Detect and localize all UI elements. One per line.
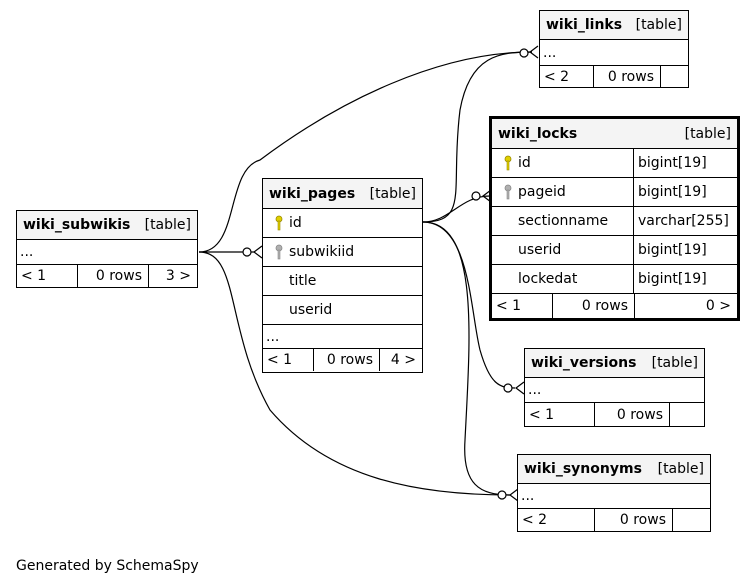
crow-foot-locks — [482, 189, 492, 203]
column-row-sectionname[interactable]: sectionname varchar[255] — [492, 207, 737, 236]
row-count: 0 rows — [313, 349, 379, 371]
crow-foot-links — [529, 45, 539, 59]
table-name: wiki_links — [546, 17, 623, 33]
edge-marker-pages — [242, 247, 252, 257]
row-count: 0 rows — [552, 294, 634, 318]
row-count: 0 rows — [594, 403, 669, 426]
table-type-tag: [table] — [369, 185, 416, 202]
edge-marker-locks — [471, 191, 481, 201]
table-footer: < 1 0 rows — [525, 403, 704, 426]
column-row-pageid[interactable]: pageid bigint[19] — [492, 178, 737, 207]
table-footer: < 2 0 rows — [518, 509, 710, 531]
edge-subwikis-to-synonyms — [198, 251, 511, 496]
table-wiki-versions[interactable]: wiki_versions [table] ... < 1 0 rows — [524, 348, 705, 427]
table-type-tag: [table] — [684, 125, 731, 142]
column-name: lockedat — [518, 271, 578, 287]
column-type: bigint[19] — [633, 178, 737, 206]
table-footer: < 1 0 rows 3 > — [17, 265, 197, 287]
table-header[interactable]: wiki_pages [table] — [263, 179, 422, 209]
column-type: bigint[19] — [633, 149, 737, 177]
crow-foot-synonyms — [509, 488, 519, 502]
crow-foot-versions — [515, 381, 525, 395]
table-name: wiki_locks — [498, 125, 578, 142]
table-name: wiki_versions — [531, 355, 637, 371]
column-type: varchar[255] — [633, 207, 737, 235]
table-header[interactable]: wiki_locks [table] — [492, 119, 737, 149]
table-footer: < 1 0 rows 0 > — [492, 294, 737, 318]
column-name: id — [518, 155, 531, 171]
parents-count[interactable]: < 1 — [496, 298, 522, 314]
children-count[interactable] — [669, 403, 704, 426]
foreign-key-icon — [498, 184, 518, 200]
column-name: subwikiid — [289, 244, 355, 260]
parents-count[interactable]: < 1 — [21, 268, 47, 284]
edge-pages-to-synonyms — [422, 221, 511, 496]
table-footer: < 2 0 rows — [540, 66, 688, 87]
crow-foot-pages — [253, 245, 263, 259]
children-count[interactable] — [660, 66, 688, 87]
parents-count[interactable]: < 2 — [522, 512, 548, 528]
parents-count[interactable]: < 1 — [529, 406, 555, 423]
table-header[interactable]: wiki_versions [table] — [525, 349, 704, 378]
table-wiki-links[interactable]: wiki_links [table] ... < 2 0 rows — [539, 10, 689, 88]
column-type: bigint[19] — [633, 236, 737, 264]
table-wiki-pages[interactable]: wiki_pages [table] id subwikiid title us… — [262, 178, 423, 373]
column-row-userid[interactable]: userid bigint[19] — [492, 236, 737, 265]
column-name: sectionname — [518, 213, 609, 229]
children-count[interactable]: 4 > — [379, 349, 422, 371]
parents-count[interactable]: < 1 — [267, 352, 293, 368]
primary-key-icon — [498, 155, 518, 171]
columns-ellipsis: ... — [540, 40, 688, 66]
table-name: wiki_synonyms — [524, 461, 642, 477]
column-row-id[interactable]: id — [263, 209, 422, 238]
foreign-key-icon — [269, 244, 289, 260]
table-wiki-locks[interactable]: wiki_locks [table] id bigint[19] pageid … — [489, 116, 740, 321]
row-count: 0 rows — [77, 265, 148, 287]
column-name: id — [289, 215, 302, 231]
columns-ellipsis: ... — [17, 240, 197, 265]
edge-marker-links — [519, 48, 529, 58]
edge-marker-synonyms — [497, 490, 507, 500]
columns-ellipsis: ... — [525, 378, 704, 403]
table-wiki-synonyms[interactable]: wiki_synonyms [table] ... < 2 0 rows — [517, 454, 711, 532]
parents-count[interactable]: < 2 — [544, 68, 570, 85]
table-header[interactable]: wiki_subwikis [table] — [17, 211, 197, 240]
edge-subwikis-to-links — [198, 51, 533, 253]
table-footer: < 1 0 rows 4 > — [263, 349, 422, 371]
column-row-lockedat[interactable]: lockedat bigint[19] — [492, 265, 737, 294]
children-count[interactable] — [672, 509, 710, 531]
column-row-title[interactable]: title — [263, 267, 422, 296]
generated-by-credit: Generated by SchemaSpy — [16, 558, 199, 574]
edge-pages-to-locks — [422, 195, 491, 223]
row-count: 0 rows — [593, 66, 660, 87]
table-header[interactable]: wiki_links [table] — [540, 11, 688, 40]
column-row-id[interactable]: id bigint[19] — [492, 149, 737, 178]
column-name: pageid — [518, 184, 566, 200]
table-type-tag: [table] — [635, 17, 682, 33]
children-count[interactable]: 3 > — [148, 265, 197, 287]
table-type-tag: [table] — [651, 355, 698, 371]
column-row-userid[interactable]: userid — [263, 296, 422, 325]
table-name: wiki_subwikis — [23, 217, 131, 233]
column-name: userid — [289, 302, 333, 318]
columns-ellipsis: ... — [263, 325, 422, 349]
row-count: 0 rows — [594, 509, 672, 531]
table-wiki-subwikis[interactable]: wiki_subwikis [table] ... < 1 0 rows 3 > — [16, 210, 198, 288]
children-count[interactable]: 0 > — [634, 294, 737, 318]
column-type: bigint[19] — [633, 265, 737, 293]
table-header[interactable]: wiki_synonyms [table] — [518, 455, 710, 484]
columns-ellipsis: ... — [518, 484, 710, 509]
edge-marker-versions — [503, 383, 513, 393]
column-row-subwikiid[interactable]: subwikiid — [263, 238, 422, 267]
table-type-tag: [table] — [144, 217, 191, 233]
primary-key-icon — [269, 215, 289, 231]
column-name: userid — [518, 242, 562, 258]
table-name: wiki_pages — [269, 185, 356, 202]
column-name: title — [289, 273, 317, 289]
table-type-tag: [table] — [657, 461, 704, 477]
